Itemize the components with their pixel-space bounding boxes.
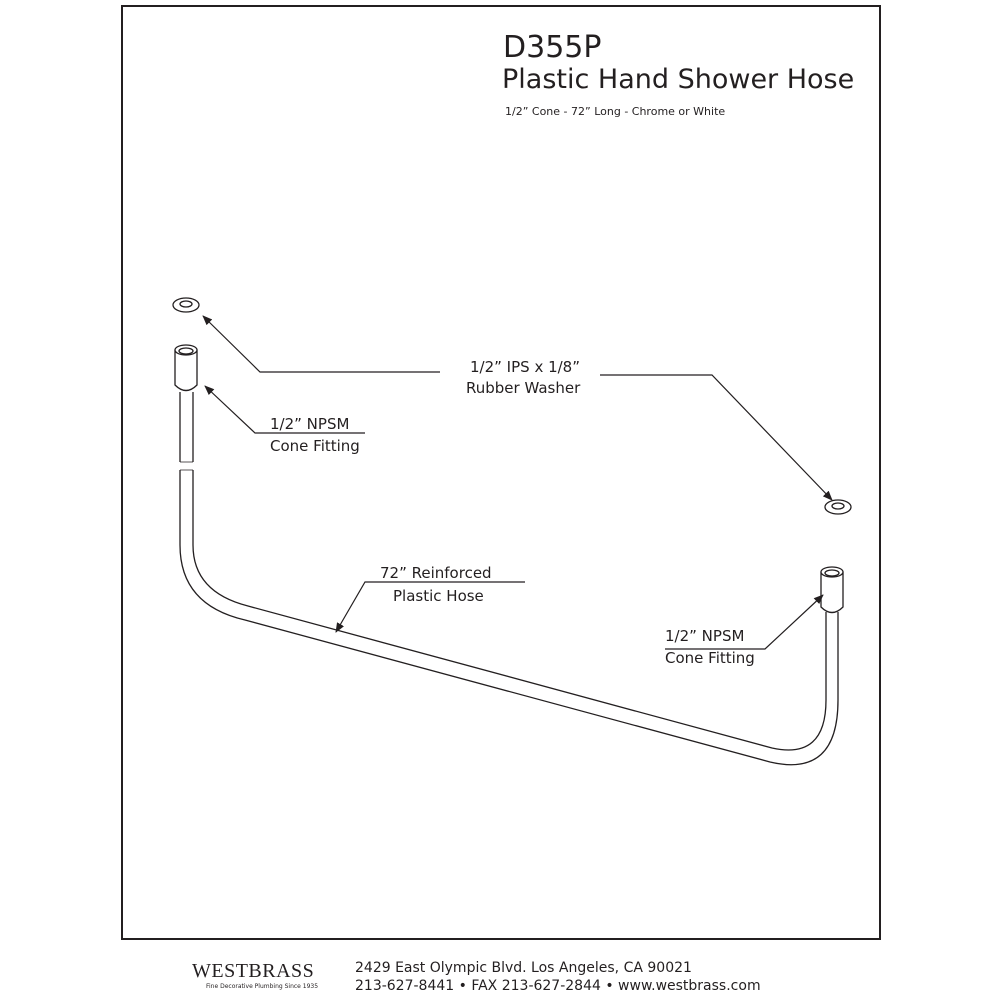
right-fitting-label-2: Cone Fitting — [665, 649, 755, 667]
left-fitting-label-2: Cone Fitting — [270, 437, 360, 455]
washer-label-2: Rubber Washer — [466, 379, 581, 397]
product-subtitle: 1/2” Cone - 72” Long - Chrome or White — [505, 105, 726, 118]
brand-logo: WESTBRASS — [192, 960, 315, 982]
footer-address: 2429 East Olympic Blvd. Los Angeles, CA … — [355, 960, 692, 976]
page-frame — [121, 5, 881, 940]
left-washer — [172, 297, 200, 313]
right-cone-fitting — [820, 566, 844, 614]
washer-label-1: 1/2” IPS x 1/8” — [470, 358, 580, 376]
brand-tagline: Fine Decorative Plumbing Since 1935 — [206, 983, 319, 990]
hose-label-2: Plastic Hose — [393, 587, 484, 605]
product-title: Plastic Hand Shower Hose — [502, 64, 855, 95]
right-washer — [824, 499, 852, 515]
left-cone-fitting — [174, 344, 198, 392]
right-fitting-label-1: 1/2” NPSM — [665, 627, 745, 645]
leader-lines — [202, 315, 833, 650]
model-number: D355P — [503, 30, 602, 65]
hose-label-1: 72” Reinforced — [380, 564, 492, 582]
footer-contact: 213-627-8441 • FAX 213-627-2844 • www.we… — [355, 978, 761, 994]
left-fitting-label-1: 1/2” NPSM — [270, 415, 350, 433]
hose — [179, 392, 839, 766]
